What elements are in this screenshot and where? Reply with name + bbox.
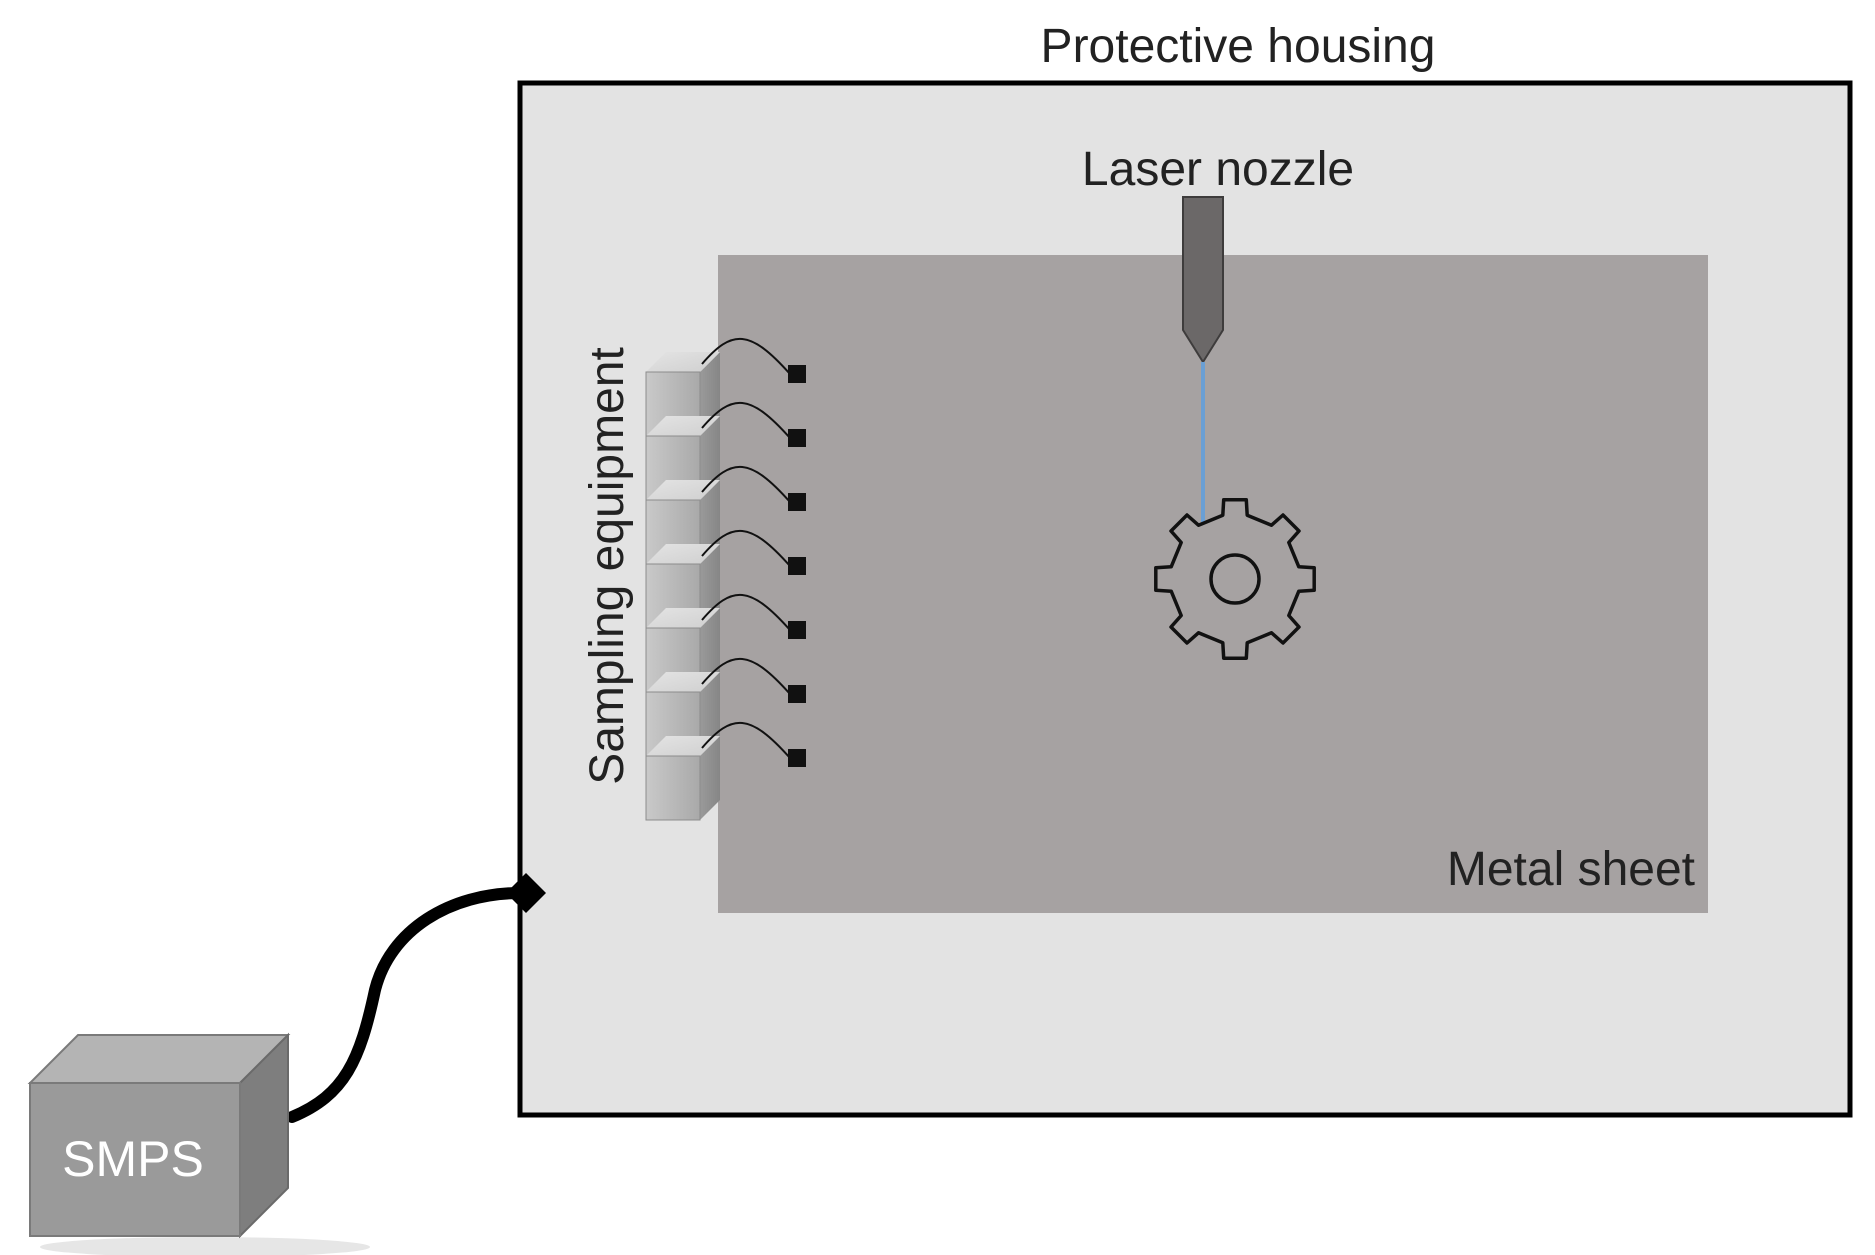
sampler-block-icon [646, 608, 720, 628]
sampling-hose [701, 722, 791, 759]
smps-unit [27, 1032, 370, 1255]
sampling-probe [788, 749, 806, 767]
sampling-hose [701, 466, 791, 503]
sampler-block-icon [646, 416, 720, 436]
sampling-probe [788, 685, 806, 703]
sampling-probe [788, 557, 806, 575]
laser-nozzle-label: Laser nozzle [1082, 143, 1354, 196]
sampling-hose [701, 402, 791, 439]
connector-icon [506, 873, 546, 913]
laser-nozzle [1182, 196, 1224, 364]
sampling-probe [788, 365, 806, 383]
sampling-probe [788, 493, 806, 511]
smps-cable [286, 887, 526, 1123]
sampling-hose [701, 530, 791, 567]
sampler-block-icon [646, 736, 720, 756]
metal-sheet-label: Metal sheet [1447, 843, 1695, 896]
gear-icon [1154, 498, 1316, 660]
housing-label: Protective housing [1041, 20, 1436, 73]
sampler-block-icon [646, 480, 720, 500]
sampler-block-icon [646, 352, 720, 372]
sampling-equipment [645, 338, 806, 821]
sampler-block-icon [646, 672, 720, 692]
sampling-hose [701, 594, 791, 631]
sampler-block-icon [646, 544, 720, 564]
sampler-block-icon [700, 736, 720, 820]
sampling-probe [788, 621, 806, 639]
sampling-equipment-label: Sampling equipment [581, 347, 634, 785]
sampling-hose [701, 338, 791, 375]
smps-label: SMPS [62, 1131, 204, 1187]
sampling-probe [788, 429, 806, 447]
sampling-hose [701, 658, 791, 695]
sampler-block-icon [645, 755, 701, 821]
